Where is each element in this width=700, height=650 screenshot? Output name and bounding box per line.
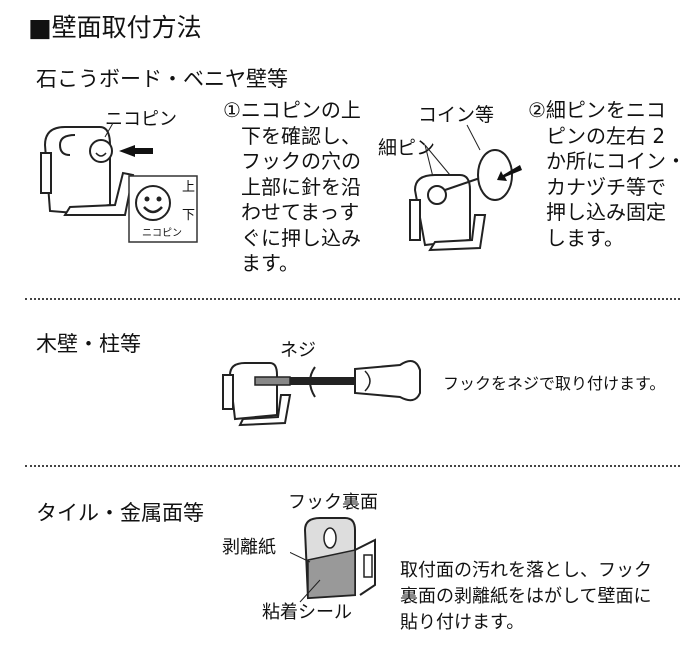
step2-line: ②細ピンをニコ	[528, 98, 666, 122]
hook-back-label: フック裏面	[288, 492, 378, 513]
nikopin-icon-box	[128, 175, 198, 243]
icon-top-label: 上	[182, 180, 196, 195]
screwdriver-illustration	[222, 360, 421, 427]
wood-instruction: フックをネジで取り付けます。	[443, 374, 666, 393]
step2-line: します。	[546, 225, 624, 250]
step2-line: 押し込み固定	[546, 200, 666, 224]
sticker-label: 粘着シール	[262, 602, 352, 623]
step1-line: ①ニコピンの上	[223, 98, 361, 122]
step1-line: 下を確認し、	[241, 123, 361, 148]
hook-with-coin-illustration	[409, 124, 522, 252]
step2-line: か所にコイン・	[546, 149, 686, 173]
section-divider	[25, 298, 680, 300]
step1-text: ①ニコピンの上 下を確認し、 フックの穴の 上部に針を沿 わせてまっす ぐに押し…	[223, 98, 361, 277]
hook-with-pin-illustration	[40, 122, 153, 216]
step1-line: 上部に針を沿	[241, 174, 361, 199]
board-heading: 石こうボード・ベニヤ壁等	[36, 67, 288, 91]
tile-instruction-line: 貼り付けます。	[400, 612, 525, 633]
section-divider	[25, 465, 680, 467]
step2-line: ピンの左右 2	[546, 123, 666, 148]
release-paper-label: 剥離紙	[222, 537, 276, 558]
icon-bottom-label: 下	[182, 208, 196, 223]
hook-back-illustration	[290, 517, 376, 603]
thin-pin-label: 細ピン	[378, 137, 436, 159]
tile-instruction-line: 裏面の剥離紙をはがして壁面に	[400, 586, 652, 607]
icon-caption: ニコピン	[142, 228, 182, 239]
tile-instruction-line: 取付面の汚れを落とし、フック	[400, 560, 652, 581]
step1-line: ます。	[241, 251, 299, 275]
tile-heading: タイル・金属面等	[36, 501, 204, 525]
step1-line: フックの穴の	[241, 149, 361, 173]
screw-label: ネジ	[280, 340, 316, 361]
step1-line: ぐに押し込み	[241, 225, 361, 250]
nikopin-label: ニコピン	[105, 109, 177, 130]
page-title: ■壁面取付方法	[28, 13, 202, 42]
tile-instruction: 取付面の汚れを落とし、フック 裏面の剥離紙をはがして壁面に 貼り付けます。	[400, 558, 652, 636]
step1-line: わせてまっす	[241, 200, 360, 224]
step2-line: カナヅチ等で	[546, 174, 666, 199]
coin-label: コイン等	[418, 104, 495, 126]
step2-text: ②細ピンをニコ ピンの左右 2 か所にコイン・ カナヅチ等で 押し込み固定 しま…	[528, 98, 686, 251]
wood-heading: 木壁・柱等	[36, 332, 141, 356]
